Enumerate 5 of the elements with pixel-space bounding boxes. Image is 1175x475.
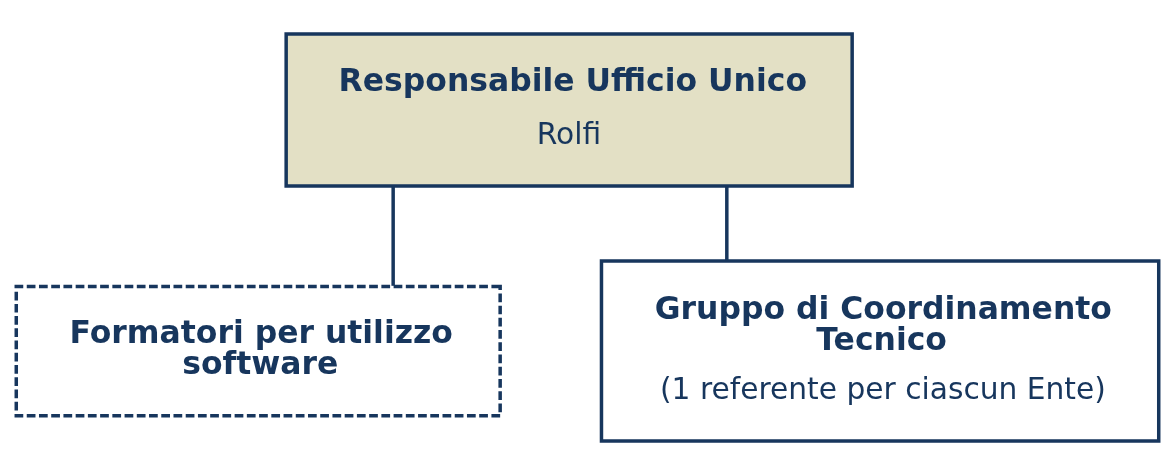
node-box: Formatori per utilizzo software	[14, 284, 502, 418]
node-box: Responsabile Ufficio Unico Rolfi	[284, 32, 854, 188]
node-box: Gruppo di Coordinamento Tecnico (1 referente per ciascun Ente)	[599, 259, 1161, 443]
connector	[391, 186, 395, 286]
connector	[725, 186, 729, 261]
